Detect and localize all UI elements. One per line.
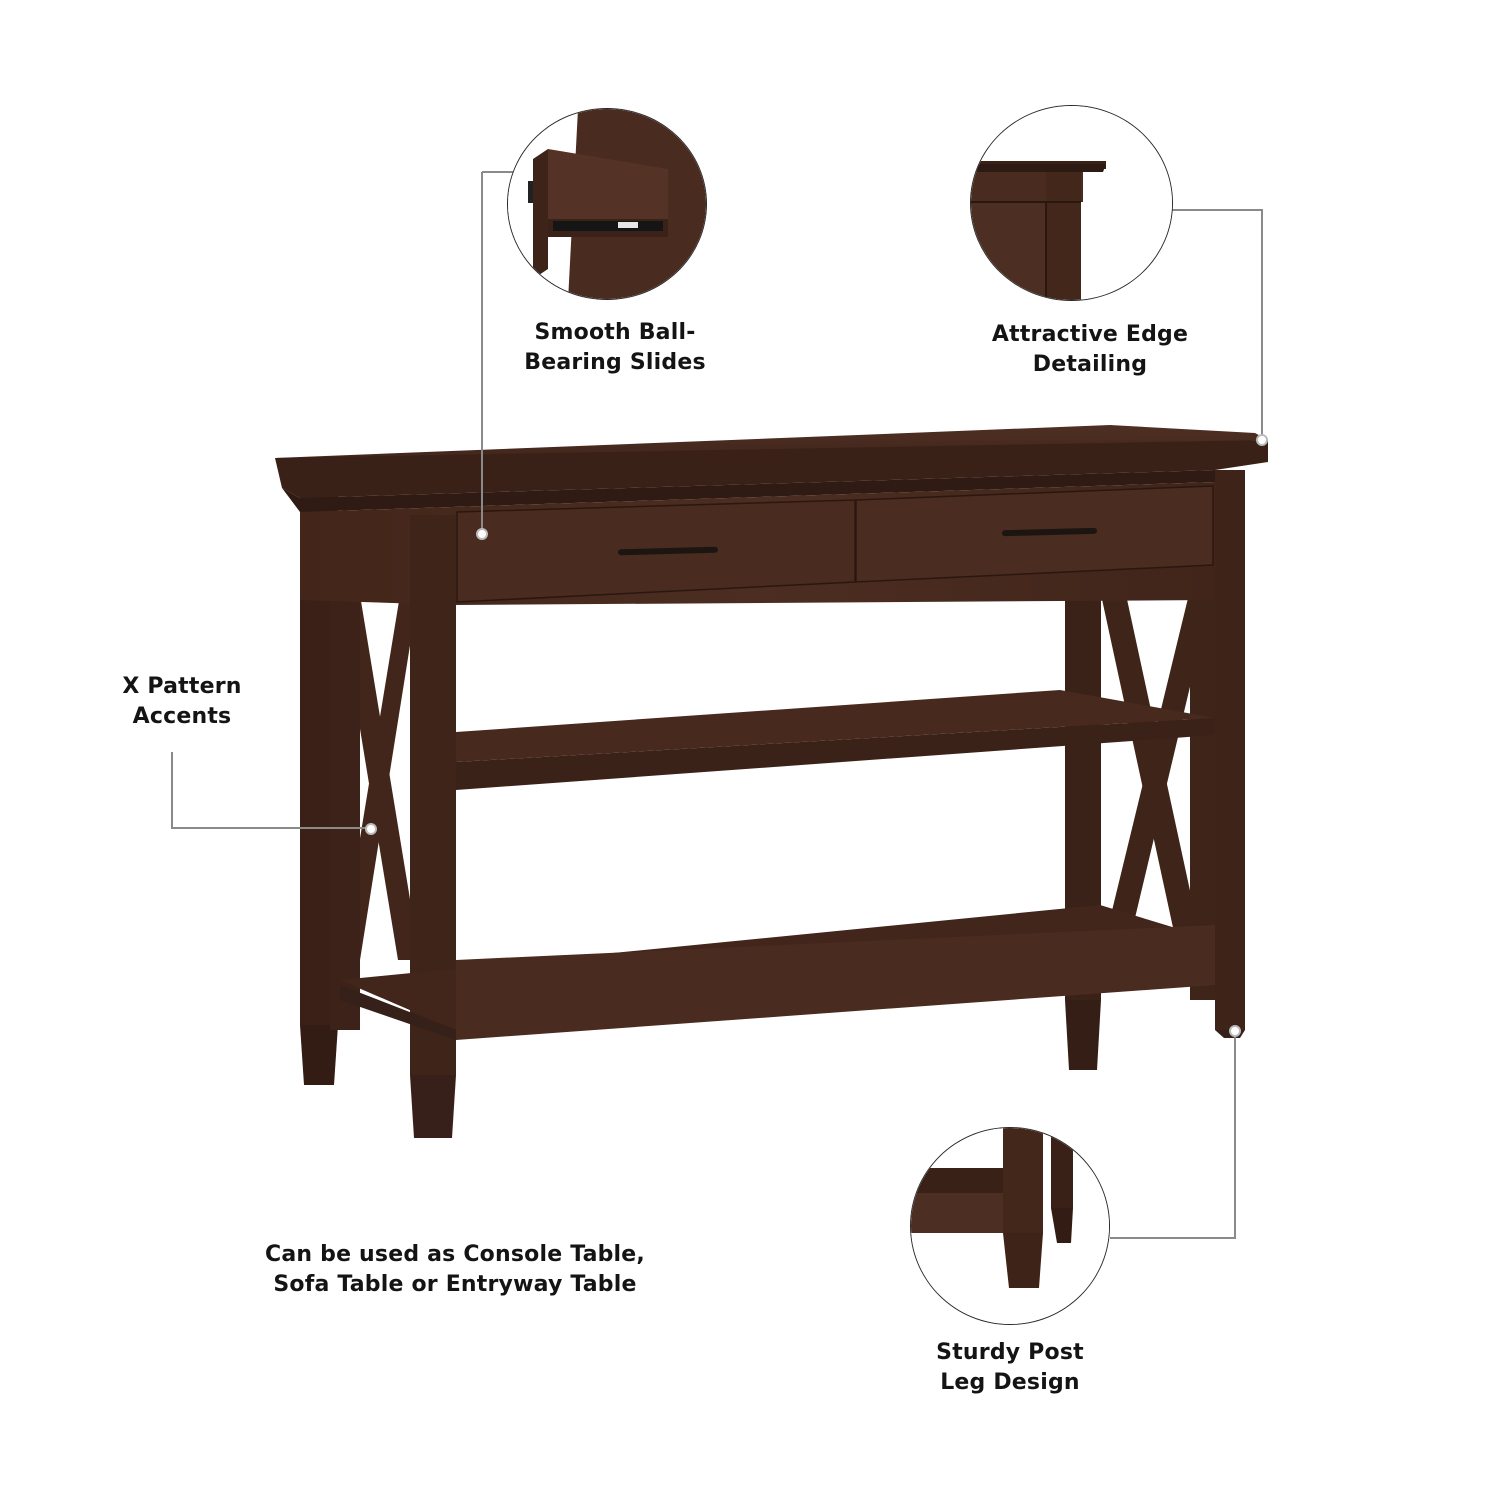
leader-post-leg [1110, 1032, 1236, 1239]
drawer-right-handle [1002, 527, 1097, 537]
drawer-slide-detail [508, 109, 706, 299]
callout-circle-post-leg [910, 1127, 1110, 1325]
callout-circle-edge-detailing [970, 105, 1173, 301]
edge-detail [971, 106, 1172, 300]
anchor-dot-icon [365, 823, 377, 835]
anchor-dot-icon [1256, 434, 1268, 446]
anchor-dot-icon [476, 528, 488, 540]
callout-label-edge-detailing: Attractive Edge Detailing [991, 322, 1189, 377]
callout-circle-ball-bearing [507, 108, 707, 300]
front-right-leg [1215, 470, 1245, 1030]
leader-lines [171, 171, 1263, 1239]
leg-detail [911, 1128, 1109, 1324]
anchor-dots [365, 434, 1268, 1037]
callout-label-x-pattern: X Pattern Accents [122, 674, 242, 729]
anchor-dot-icon [1229, 1025, 1241, 1037]
x-pattern-right [1100, 580, 1220, 1000]
drawer-left-handle [618, 546, 718, 556]
callout-label-ball-bearing: Smooth Ball- Bearing Slides [524, 320, 706, 375]
callout-label-usage: Can be used as Console Table, Sofa Table… [265, 1242, 645, 1297]
leader-edge-detailing [1172, 209, 1263, 438]
callout-label-post-leg: Sturdy Post Leg Design [936, 1340, 1084, 1395]
middle-shelf [456, 690, 1215, 762]
leader-x-pattern [171, 752, 370, 829]
